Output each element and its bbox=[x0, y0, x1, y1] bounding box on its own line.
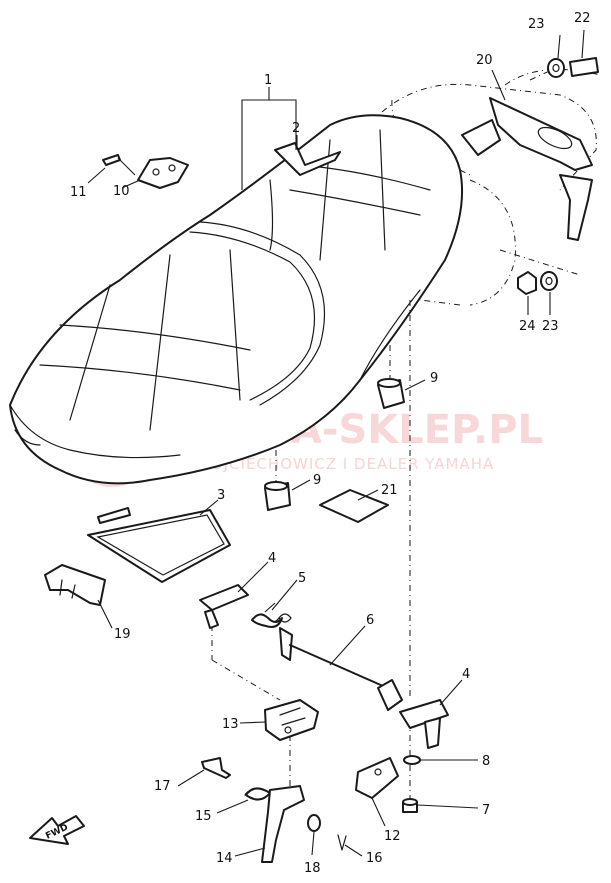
bracket-19 bbox=[44, 564, 106, 606]
callout-4-lower: 4 bbox=[462, 667, 470, 682]
callout-8: 8 bbox=[482, 754, 490, 769]
callout-20: 20 bbox=[476, 53, 493, 68]
seat-body bbox=[9, 114, 464, 485]
bolt-17 bbox=[201, 757, 231, 779]
callout-5: 5 bbox=[298, 571, 306, 586]
seat-lock-rod bbox=[279, 627, 403, 711]
spring bbox=[251, 602, 292, 628]
callout-24: 24 bbox=[519, 319, 536, 334]
pin-16 bbox=[337, 834, 347, 851]
forward-arrow-icon: FWD bbox=[29, 815, 85, 845]
cable-holder bbox=[355, 757, 399, 799]
callout-18: 18 bbox=[304, 861, 321, 876]
seat-lock bbox=[264, 699, 319, 741]
lock-lever bbox=[261, 785, 305, 863]
damper-front bbox=[264, 481, 291, 511]
washer-23-bottom bbox=[540, 271, 558, 291]
callout-6: 6 bbox=[366, 613, 374, 628]
callout-19: 19 bbox=[114, 627, 131, 642]
seat-pad bbox=[319, 489, 389, 523]
callout-23-top: 23 bbox=[528, 17, 545, 32]
callout-22: 22 bbox=[574, 11, 591, 26]
callout-11: 11 bbox=[70, 185, 87, 200]
rear-bracket bbox=[461, 97, 593, 241]
callout-17: 17 bbox=[154, 779, 171, 794]
hinge-bolt bbox=[102, 154, 136, 176]
nut-24 bbox=[517, 271, 537, 295]
bolt-22 bbox=[569, 57, 599, 77]
callout-9-rear: 9 bbox=[430, 371, 438, 386]
seat-strap bbox=[274, 142, 341, 176]
callout-21: 21 bbox=[381, 483, 398, 498]
seat-assembly bbox=[9, 114, 464, 485]
callout-9-front: 9 bbox=[313, 473, 321, 488]
callout-15: 15 bbox=[195, 809, 212, 824]
callout-1: 1 bbox=[264, 73, 272, 88]
storage-tray bbox=[87, 507, 231, 583]
callout-10: 10 bbox=[113, 184, 130, 199]
callout-14: 14 bbox=[216, 851, 233, 866]
watermark-subtitle: WOJCIECHOWICZ I DEALER YAMAHA bbox=[195, 455, 494, 473]
callout-13: 13 bbox=[222, 717, 239, 732]
callout-2: 2 bbox=[292, 121, 300, 136]
collar-7 bbox=[402, 798, 418, 813]
callout-labels: 1 2 3 4 4 5 6 7 8 9 9 10 11 12 13 14 15 … bbox=[70, 11, 591, 876]
callout-16: 16 bbox=[366, 851, 383, 866]
seat-hinge-bracket bbox=[137, 157, 189, 189]
lock-bracket-lower bbox=[399, 699, 449, 749]
damper-rear bbox=[377, 378, 405, 409]
callout-7: 7 bbox=[482, 803, 490, 818]
callout-4-upper: 4 bbox=[268, 551, 276, 566]
collar-8 bbox=[403, 755, 421, 765]
callout-12: 12 bbox=[384, 829, 401, 844]
lock-bracket-upper bbox=[199, 584, 249, 629]
callout-3: 3 bbox=[217, 488, 225, 503]
callout-23-bottom: 23 bbox=[542, 319, 559, 334]
washer-18 bbox=[307, 814, 321, 832]
washer-23-top bbox=[547, 58, 565, 78]
leader-lines bbox=[87, 29, 585, 857]
